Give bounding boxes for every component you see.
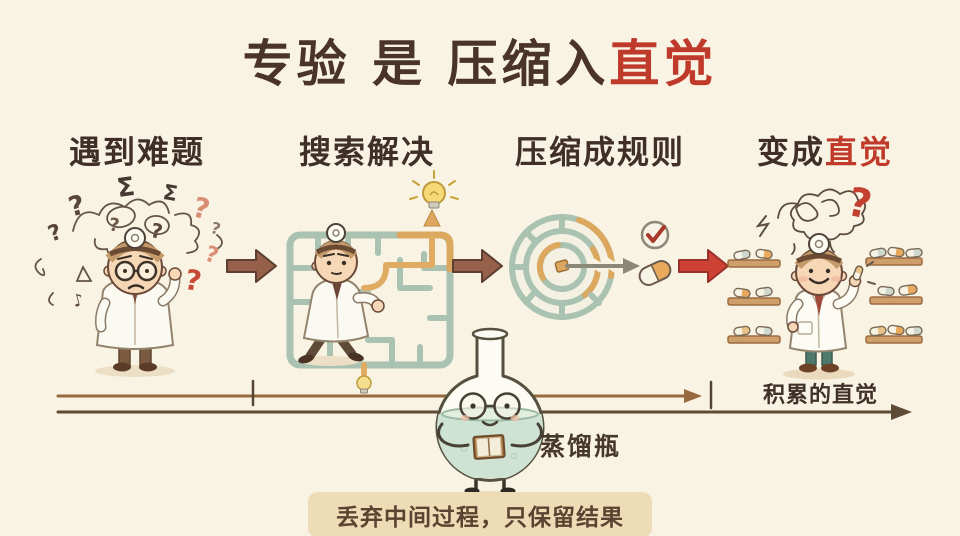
- confused-scientist-illustration: [34, 198, 223, 377]
- head-mirror-icon: [326, 223, 346, 243]
- checkmark-icon: [640, 220, 670, 250]
- sigma-symbol: Σ: [161, 179, 180, 207]
- head-mirror-icon: [808, 233, 830, 255]
- stage-header-intuition-prefix: 变成: [756, 133, 825, 171]
- question-mark-symbol: ?: [44, 219, 66, 248]
- question-mark-symbol: ?: [208, 218, 223, 239]
- lab-coat: [302, 279, 370, 343]
- flask-label: 蒸馏瓶: [540, 432, 622, 461]
- stage-header-problem: 遇到难题: [68, 133, 206, 171]
- intuition-scientist-illustration: [727, 188, 923, 380]
- ground-shadow: [300, 356, 360, 366]
- timeline-label: 积累的直觉: [763, 383, 879, 408]
- question-mark-symbol: ?: [107, 214, 121, 237]
- capsule-icon: [733, 248, 773, 337]
- pill-shelf-right: [865, 246, 923, 344]
- thought-scribbles: [34, 198, 223, 306]
- question-mark-symbol: ?: [189, 190, 214, 227]
- ground-shadow: [783, 368, 855, 380]
- stage-header-compress: 压缩成规则: [514, 133, 686, 171]
- scientist-figure: [95, 227, 182, 372]
- rule-compression-illustration: [509, 214, 672, 320]
- ground-shadow: [95, 365, 175, 377]
- thought-scribble-cloud: [755, 188, 867, 255]
- flow-arrow-1: [226, 249, 277, 283]
- pill-in-hand: [852, 265, 864, 281]
- flow-arrow-2: [452, 249, 503, 283]
- title-highlight: 直觉: [609, 35, 718, 93]
- title-text: 专验 是 压缩入: [242, 35, 610, 93]
- solution-path: [361, 235, 435, 377]
- bottom-caption: 丢弃中间过程，只保留结果: [308, 492, 652, 536]
- page-title: 专验 是 压缩入直觉: [0, 24, 960, 96]
- distillation-flask-character: [435, 327, 545, 501]
- stage-header-search: 搜索解决: [298, 133, 436, 171]
- happy-scientist-figure: [786, 233, 876, 373]
- stage-header-intuition: 变成直觉: [757, 127, 893, 173]
- capsule-icon: [638, 260, 672, 286]
- book-icon: [472, 434, 506, 460]
- question-mark-symbol: ?: [148, 218, 165, 244]
- maze-orange-wall: [396, 231, 454, 273]
- capsule-icon: [869, 246, 923, 337]
- question-mark-symbol: ?: [201, 241, 222, 270]
- flow-arrow-3: [678, 249, 729, 283]
- extraction-arrow: [565, 258, 640, 274]
- necktie: [332, 282, 342, 300]
- necktie: [814, 292, 824, 316]
- lightbulb-icon: [409, 170, 459, 209]
- maze-search-illustration: [286, 170, 459, 394]
- walking-scientist-figure: [298, 223, 385, 364]
- timeline-upper-arrow: [56, 389, 702, 403]
- head-mirror-icon: [124, 227, 146, 249]
- question-mark-symbol: ?: [65, 189, 89, 224]
- flask-lip: [471, 327, 509, 341]
- pill-shelf-left: [727, 248, 781, 344]
- small-lightbulb-icon: [356, 375, 372, 394]
- music-note-symbol: ♪: [70, 289, 86, 313]
- stage-header-intuition-accent: 直觉: [825, 133, 894, 171]
- sigma-symbol: Σ: [114, 171, 137, 205]
- solution-path-arrowhead: [423, 208, 441, 227]
- question-mark-symbol: ?: [182, 262, 205, 299]
